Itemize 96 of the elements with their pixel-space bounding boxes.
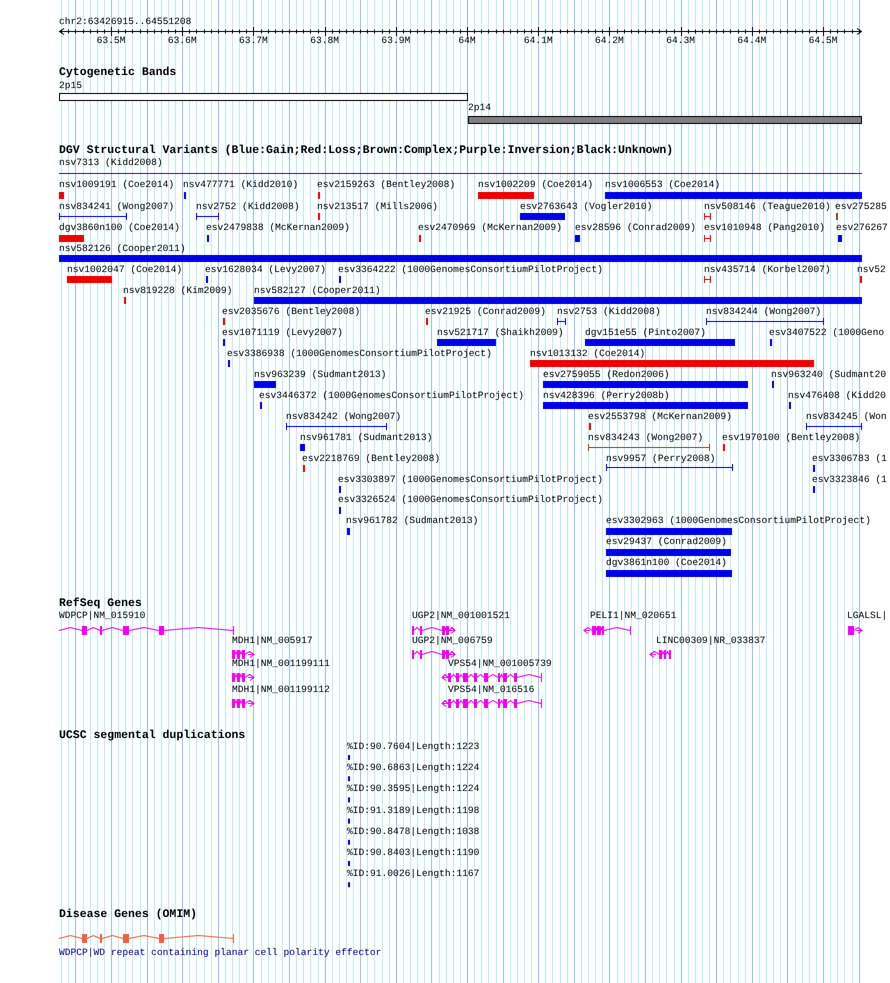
gene-label: MDH1|NM_005917 <box>232 635 313 647</box>
tick-label: 63.6M <box>168 35 197 47</box>
variant-label: esv1010948 (Pang2010) <box>704 222 825 234</box>
variant-label: nsv52 <box>857 264 886 276</box>
tick-label: 64.4M <box>737 35 766 47</box>
duplication-label: %ID:91.3189|Length:1198 <box>347 804 480 817</box>
variant-label: dgv3861n100 (Coe2014) <box>606 557 727 569</box>
variant-label: esv2159263 (Bentley2008) <box>317 179 456 191</box>
variant-label: esv1970100 (Bentley2008) <box>722 432 860 444</box>
tick-label: 64.3M <box>666 35 696 47</box>
variant-label: nsv477771 (Kidd2010) <box>183 179 298 191</box>
gene-label: UGP2|NM_006759 <box>412 635 493 647</box>
variant-label: esv276267 <box>836 222 888 234</box>
variant-label: nsv961781 (Sudmant2013) <box>300 432 432 444</box>
gene-label: LGALSL| <box>847 610 888 622</box>
variant-label: nsv476408 (Kidd20 <box>788 390 886 402</box>
variant-label: esv21925 (Conrad2009) <box>425 306 546 318</box>
variant-label: nsv521717 (Shaikh2009) <box>437 327 564 339</box>
track-title: DGV Structural Variants (Blue:Gain;Red:Loss;Brown:Complex;Purple:Inversion;Black:Unknown) <box>59 145 674 157</box>
duplication-label: %ID:90.8403|Length:1190 <box>347 847 480 859</box>
band-label: 2p15 <box>59 80 82 92</box>
variant-label: dgv151e55 (Pinto2007) <box>585 327 706 339</box>
variant-label: nsv213517 (Mills2006) <box>317 201 438 213</box>
variant-label: dgv3860n100 (Coe2014) <box>59 222 180 234</box>
variant-label: nsv819228 (Kim2009) <box>123 285 232 297</box>
duplication-label: %ID:90.8478|Length:1038 <box>347 826 480 838</box>
duplication-label: %ID:90.3595|Length:1224 <box>347 783 480 796</box>
variant-label: nsv7313 (Kidd2008) <box>59 157 163 169</box>
variant-label: nsv1002047 (Coe2014) <box>67 264 182 276</box>
variant-label: esv3407522 (1000Geno <box>769 327 884 339</box>
variant-label: esv275285 <box>835 201 887 213</box>
gene-label: VPS54|NM_016516 <box>448 684 534 696</box>
variant-label: nsv435714 (Korbel2007) <box>704 264 831 276</box>
variant-label: nsv834244 (Wong2007) <box>706 306 822 318</box>
variant-label: esv2035676 (Bentley2008) <box>222 306 360 318</box>
duplication-label: %ID:91.0026|Length:1167 <box>347 868 480 880</box>
variant-label: nsv834241 (Wong2007) <box>59 201 174 213</box>
gene-label: WDPCP|NM_015910 <box>59 610 146 622</box>
variant-label: nsv834245 (Won <box>806 411 887 423</box>
variant-label: esv1071119 (Levy2007) <box>222 327 343 339</box>
variant-label: nsv961782 (Sudmant2013) <box>346 515 478 527</box>
tick-label: 63.5M <box>96 35 126 47</box>
tick-label: 64.5M <box>808 35 838 47</box>
band-label: 2p14 <box>468 102 492 114</box>
variant-label: nsv1013132 (Coe2014) <box>530 348 646 360</box>
track-title: Cytogenetic Bands <box>59 67 176 79</box>
variant-label: esv2218769 (Bentley2008) <box>302 453 440 465</box>
variant-label: nsv428396 (Perry2008b) <box>543 390 670 402</box>
variant-label: esv3302963 (1000GenomesConsortiumPilotProject) <box>606 515 871 527</box>
variant-label: nsv834243 (Wong2007) <box>588 432 704 444</box>
variant-label: esv3364222 (1000GenomesConsortiumPilotProject) <box>338 264 603 276</box>
variant-label: nsv582127 (Cooper2011) <box>254 285 381 297</box>
track-title: Disease Genes (OMIM) <box>59 909 198 921</box>
position-label: chr2:63426915..64551208 <box>59 16 192 28</box>
variant-label: esv3306783 (1 <box>812 453 887 465</box>
variant-label: nsv963239 (Sudmant2013) <box>254 369 386 381</box>
disease-gene-label: WDPCP|WD repeat containing planar cell polarity effector <box>59 947 382 959</box>
variant-label: esv1628034 (Levy2007) <box>205 264 326 276</box>
duplication-label: %ID:90.7604|Length:1223 <box>347 741 480 753</box>
variant-label: esv28596 (Conrad2009) <box>575 222 696 234</box>
tick-label: 63.7M <box>239 35 268 47</box>
variant-label: nsv834242 (Wong2007) <box>286 411 402 423</box>
track-title: UCSC segmental duplications <box>59 730 246 742</box>
tick-label: 63.8M <box>310 35 340 47</box>
gene-label: LINC00309|NR_033837 <box>656 635 766 647</box>
variant-label: nsv582126 (Cooper2011) <box>59 243 186 255</box>
variant-label: nsv9957 (Perry2008) <box>606 453 716 465</box>
tick-label: 64.2M <box>595 35 624 47</box>
variant-label: nsv1009191 (Coe2014) <box>59 179 174 191</box>
variant-label: esv2763643 (Vogler2010) <box>520 201 652 213</box>
variant-label: esv2553798 (McKernan2009) <box>588 411 732 423</box>
tick-label: 64M <box>458 35 476 47</box>
gene-label: MDH1|NM_001199111 <box>232 658 330 670</box>
variant-label: esv3386938 (1000GenomesConsortiumPilotProject) <box>227 348 492 360</box>
gene-label: MDH1|NM_001199112 <box>232 684 330 696</box>
track-title: RefSeq Genes <box>59 598 142 610</box>
tick-label: 63.9M <box>381 35 410 47</box>
variant-label: esv3303897 (1000GenomesConsortiumPilotProject) <box>338 474 603 486</box>
gene-label: VPS54|NM_001005739 <box>448 658 552 670</box>
variant-label: esv2479838 (McKernan2009) <box>206 222 350 234</box>
variant-label: nsv2752 (Kidd2008) <box>196 201 300 213</box>
variant-label: nsv1006553 (Coe2014) <box>605 179 720 191</box>
tick-label: 64.1M <box>524 35 553 47</box>
variant-label: esv2759055 (Redon2006) <box>543 369 670 381</box>
variant-label: nsv2753 (Kidd2008) <box>557 306 661 318</box>
gene-label: UGP2|NM_001001521 <box>412 610 510 622</box>
gene-label: PELI1|NM_020651 <box>590 610 676 622</box>
variant-label: esv29437 (Conrad2009) <box>606 536 727 548</box>
variant-label: nsv963240 (Sudmant20 <box>771 369 886 381</box>
variant-label: esv3446372 (1000GenomesConsortiumPilotProject) <box>259 390 524 402</box>
variant-label: esv2470969 (McKernan2009) <box>418 222 562 234</box>
variant-label: nsv508146 (Teague2010) <box>704 201 831 213</box>
duplication-label: %ID:90.6863|Length:1224 <box>347 762 480 774</box>
variant-label: nsv1002209 (Coe2014) <box>478 179 594 191</box>
variant-label: esv3323846 (1 <box>812 474 887 486</box>
variant-label: esv3326524 (1000GenomesConsortiumPilotProject) <box>338 494 603 506</box>
